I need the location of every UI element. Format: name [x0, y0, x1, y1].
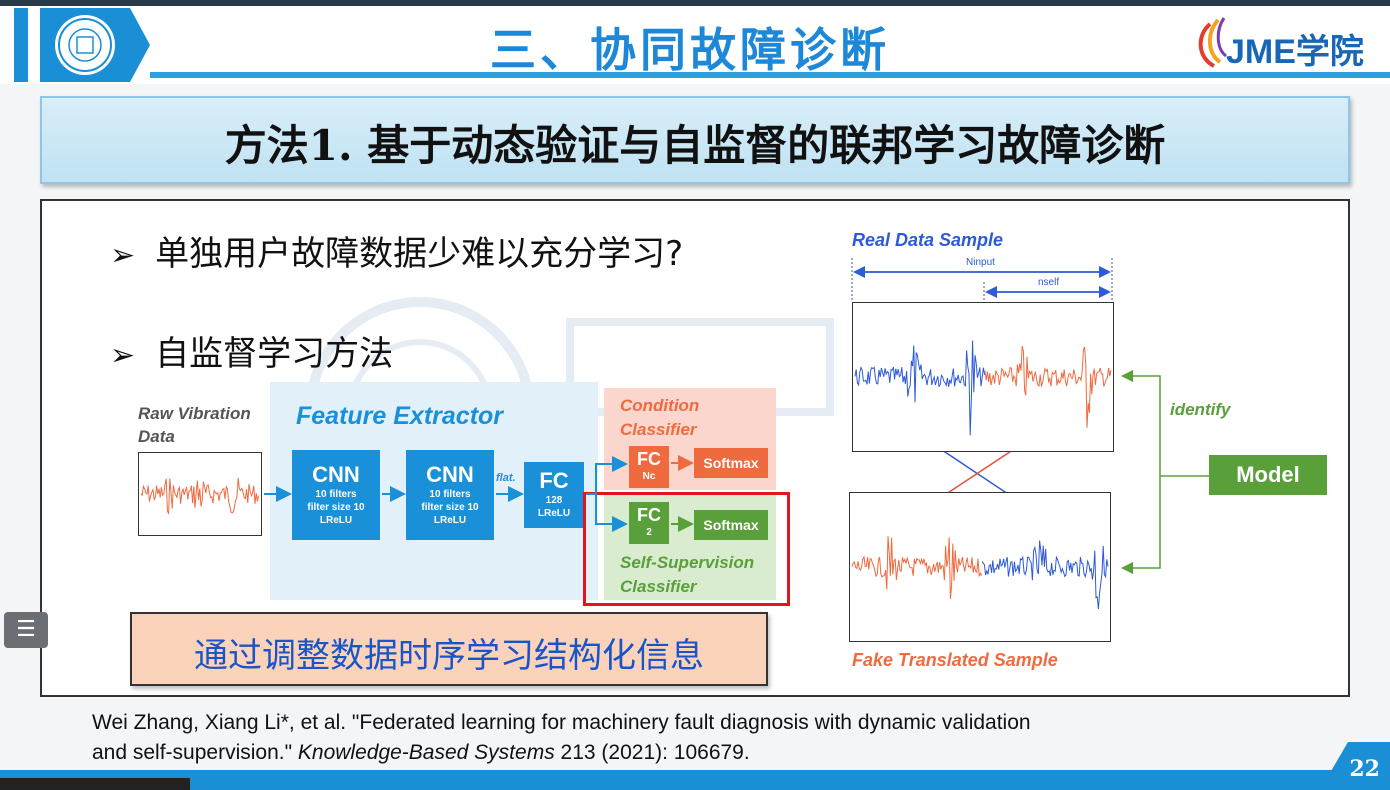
raw-label-line1: Raw Vibration [138, 404, 251, 423]
real-signal-wave [854, 340, 1112, 436]
cnn-activation: LReLU [319, 515, 353, 526]
feature-extractor-label: Feature Extractor [296, 402, 504, 430]
bullet-2: ➢ 自监督学习方法 [110, 326, 393, 375]
bullet-1: ➢ 单独用户故障数据少难以充分学习? [110, 226, 683, 275]
reference-text: and self-supervision." [92, 741, 298, 764]
cnn-filter-size: filter size 10 [307, 502, 365, 513]
list-menu-icon[interactable]: ☰ [4, 612, 48, 648]
cnn-block-2: CNN 10 filters filter size 10 LReLU [406, 450, 494, 540]
arrow-bullet-icon: ➢ [110, 338, 136, 373]
cnn-block-1: CNN 10 filters filter size 10 LReLU [292, 450, 380, 540]
ss-label-line2: Classifier [620, 577, 697, 596]
reference-text: 213 (2021): 106679. [554, 741, 750, 764]
page-title: 三、协同故障诊断 [490, 23, 890, 77]
reference-citation: Wei Zhang, Xiang Li*, et al. "Federated … [92, 708, 1292, 768]
real-sample-label: Real Data Sample [852, 230, 1004, 250]
fc-title: FC [637, 449, 661, 469]
softmax-block-1: Softmax [694, 448, 768, 478]
softmax-block-2: Softmax [694, 510, 768, 540]
fc-title: FC [539, 468, 569, 493]
real-signal-plot [852, 302, 1114, 452]
self-supervision-label: Self-Supervision Classifier [620, 551, 754, 599]
fc-nc-block: FC Nc [629, 446, 669, 488]
cond-label-line2: Classifier [620, 420, 697, 439]
header-underline [150, 72, 1390, 78]
raw-data-label: Raw Vibration Data [138, 402, 251, 448]
slide-header [0, 0, 1390, 84]
cnn-filters: 10 filters [429, 489, 471, 500]
highlight-box [583, 492, 790, 606]
subtitle-banner: 方法1. 基于动态验证与自监督的联邦学习故障诊断 [40, 96, 1350, 184]
brand-text: JME学院 [1226, 33, 1364, 71]
fc-units: 128 [545, 495, 563, 506]
n-self-label: nself [1038, 277, 1060, 288]
n-input-label: Ninput [966, 257, 995, 268]
raw-label-line2: Data [138, 427, 175, 446]
cnn-activation: LReLU [433, 515, 467, 526]
bullet-text: 自监督学习方法 [155, 334, 394, 374]
left-accent-bar [14, 8, 28, 82]
slide-subtitle: 方法1. 基于动态验证与自监督的联邦学习故障诊断 [224, 121, 1166, 170]
university-seal-icon [40, 8, 150, 82]
fake-signal-plot [849, 492, 1111, 642]
jme-logo-icon [1198, 17, 1228, 68]
reference-line1: Wei Zhang, Xiang Li*, et al. "Federated … [92, 711, 1031, 734]
identify-label: identify [1170, 400, 1231, 419]
arrow-fc-cond [586, 456, 628, 495]
highlight-banner: 通过调整数据时序学习结构化信息 [130, 612, 768, 686]
fc-title: FC [637, 505, 661, 525]
raw-vibration-plot [138, 452, 262, 536]
cnn-filter-size: filter size 10 [421, 502, 479, 513]
cond-label-line1: Condition [620, 396, 700, 415]
fake-sample-label: Fake Translated Sample [852, 650, 1058, 670]
top-strip [0, 0, 1390, 6]
arrow-fc-ss [595, 494, 628, 532]
condition-classifier-label: Condition Classifier [620, 394, 699, 442]
fc-units: 2 [646, 527, 652, 538]
ss-label-line1: Self-Supervision [620, 553, 755, 572]
reference-line2: and self-supervision." Knowledge-Based S… [92, 738, 1292, 768]
fc-units: Nc [642, 471, 656, 482]
footer-dark-strip [0, 778, 190, 790]
flat-label: flat. [496, 472, 516, 484]
fc2-block: FC 2 [629, 502, 669, 544]
reference-journal: Knowledge-Based Systems [297, 741, 555, 764]
highlight-text: 通过调整数据时序学习结构化信息 [194, 636, 704, 676]
bullet-text: 单独用户故障数据少难以充分学习? [155, 234, 684, 274]
fc-activation: LReLU [537, 508, 571, 519]
fake-signal-wave [851, 536, 1109, 610]
arrow-bullet-icon: ➢ [110, 238, 136, 273]
page-number: 22 [1349, 756, 1380, 782]
footer-bar [0, 770, 1390, 790]
cnn-filters: 10 filters [315, 489, 357, 500]
model-block: Model [1209, 455, 1327, 495]
cnn-title: CNN [426, 462, 474, 487]
raw-signal-wave [140, 477, 260, 515]
cnn-title: CNN [312, 462, 360, 487]
fc128-block: FC 128 LReLU [524, 462, 584, 528]
